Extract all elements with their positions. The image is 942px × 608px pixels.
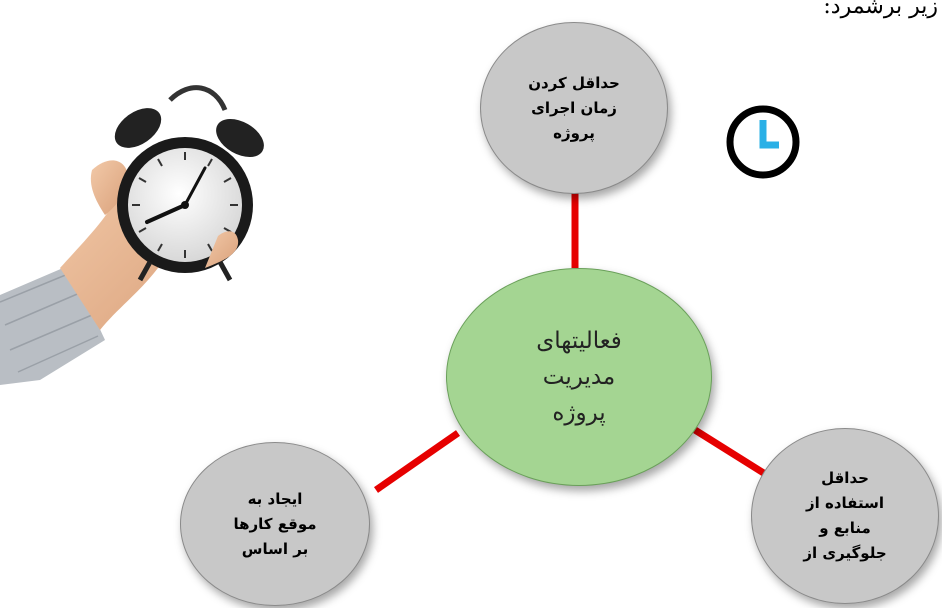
connector-bottom-right: [693, 427, 772, 480]
alarm-clock-in-hand-photo: [0, 85, 264, 385]
node-center: فعالیتهای مدیریت پروژه: [446, 268, 712, 486]
node-bottom-right: حداقل استفاده از منابع و جلوگیری از: [751, 428, 939, 604]
node-bottom-right-label: حداقل استفاده از منابع و جلوگیری از: [803, 469, 887, 562]
connector-bottom-left: [374, 430, 460, 493]
node-bottom-left: ایجاد به موقع کارها بر اساس: [180, 442, 370, 606]
clock-icon: [726, 105, 800, 179]
header-text: زیر برشمرد:: [823, 0, 938, 19]
node-top: حداقل کردن زمان اجرای پروژه: [480, 22, 668, 194]
node-top-label: حداقل کردن زمان اجرای پروژه: [528, 73, 620, 142]
node-bottom-left-label: ایجاد به موقع کارها بر اساس: [233, 489, 317, 558]
node-center-label: فعالیتهای مدیریت پروژه: [536, 328, 622, 426]
